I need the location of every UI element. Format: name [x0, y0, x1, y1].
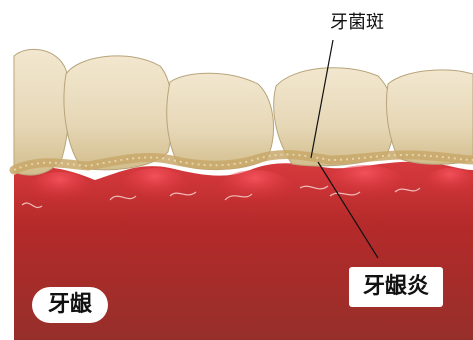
gingivitis-label: 牙龈炎 [349, 267, 443, 307]
tooth [14, 49, 69, 175]
inflamed-papilla [217, 170, 293, 210]
inflamed-papilla [325, 165, 405, 205]
inflamed-papilla [28, 172, 92, 208]
gum-label: 牙龈 [32, 287, 108, 323]
inflamed-papilla [121, 168, 189, 208]
tooth [386, 70, 473, 164]
plaque-label: 牙菌斑 [330, 14, 384, 32]
tooth [64, 56, 172, 170]
